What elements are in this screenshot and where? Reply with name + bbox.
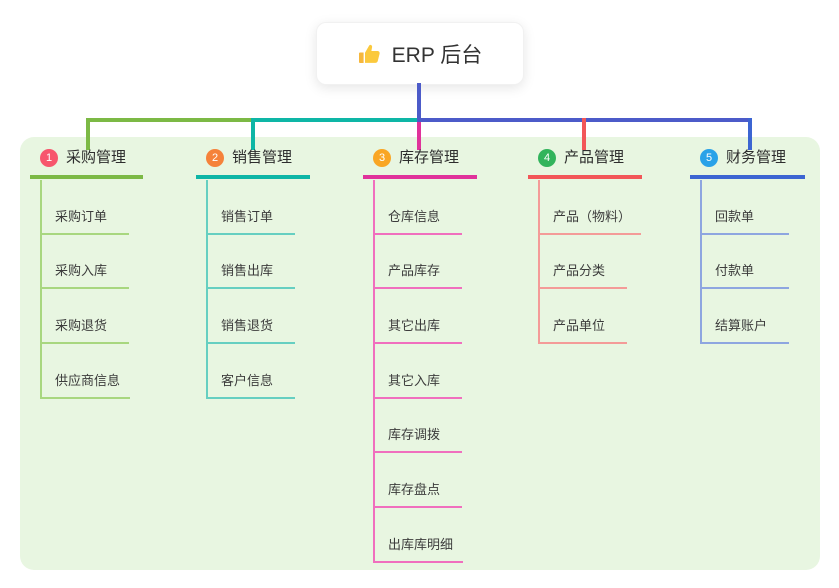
branch-label: 销售管理: [232, 149, 293, 166]
branch-children-group: 销售订单销售出库销售退货客户信息: [206, 180, 295, 399]
child-node[interactable]: 出库库明细: [375, 508, 464, 563]
child-label: 产品（物料）: [553, 208, 632, 224]
child-node[interactable]: 采购订单: [42, 180, 129, 235]
branch-children-group: 仓库信息产品库存其它出库其它入库库存调拨库存盘点出库库明细: [373, 180, 464, 563]
branch-children-group: 回款单付款单结算账户: [700, 180, 789, 345]
branch-index-badge: 3: [373, 148, 391, 167]
child-label: 销售退货: [221, 318, 274, 334]
branch-header[interactable]: 2 销售管理: [196, 147, 310, 179]
child-label: 仓库信息: [388, 208, 441, 224]
child-node[interactable]: 产品库存: [375, 235, 462, 290]
child-node[interactable]: 结算账户: [702, 289, 789, 345]
child-label: 其它入库: [388, 372, 441, 388]
connector-drop-branch-4: [582, 118, 586, 150]
child-node[interactable]: 付款单: [702, 235, 789, 290]
branch-label: 财务管理: [726, 149, 787, 166]
child-node[interactable]: 产品分类: [540, 235, 627, 290]
child-label: 库存调拨: [388, 427, 441, 443]
branch-label: 产品管理: [564, 149, 625, 166]
root-title: ERP 后台: [391, 43, 483, 67]
child-label: 销售出库: [221, 263, 274, 279]
child-label: 付款单: [715, 263, 755, 279]
child-node[interactable]: 库存盘点: [375, 453, 462, 509]
branch-header[interactable]: 3 库存管理: [363, 147, 477, 179]
child-label: 采购退货: [55, 318, 108, 334]
child-node[interactable]: 销售退货: [208, 289, 295, 345]
child-label: 其它出库: [388, 318, 441, 334]
branch-index-badge: 2: [206, 148, 224, 167]
branch-index-badge: 1: [40, 148, 58, 167]
branch-header[interactable]: 5 财务管理: [690, 147, 805, 179]
child-node[interactable]: 采购退货: [42, 289, 129, 345]
child-node[interactable]: 采购入库: [42, 235, 129, 290]
child-node[interactable]: 供应商信息: [42, 344, 131, 399]
child-node[interactable]: 其它入库: [375, 344, 462, 399]
branch-label: 采购管理: [66, 149, 127, 166]
child-node[interactable]: 销售出库: [208, 235, 295, 290]
branch-header[interactable]: 4 产品管理: [528, 147, 642, 179]
connector-segment-green: [86, 118, 257, 122]
branch-index-badge: 4: [538, 148, 556, 167]
connector-drop-branch-5: [748, 118, 752, 150]
root-node[interactable]: ERP 后台: [316, 22, 524, 85]
child-label: 结算账户: [715, 318, 768, 334]
child-label: 采购入库: [55, 263, 108, 279]
child-label: 销售订单: [221, 208, 274, 224]
child-node[interactable]: 回款单: [702, 180, 789, 235]
connector-drop-branch-2: [251, 118, 255, 150]
mindmap-panel: [20, 137, 820, 570]
child-node[interactable]: 产品（物料）: [540, 180, 642, 235]
branch-header[interactable]: 1 采购管理: [30, 147, 143, 179]
child-node[interactable]: 产品单位: [540, 289, 627, 345]
child-node[interactable]: 仓库信息: [375, 180, 462, 235]
branch-children-group: 采购订单采购入库采购退货供应商信息: [40, 180, 131, 399]
child-label: 产品库存: [388, 263, 441, 279]
child-label: 出库库明细: [388, 536, 454, 552]
child-label: 供应商信息: [55, 372, 121, 388]
connector-drop-branch-3: [417, 122, 421, 150]
child-node[interactable]: 库存调拨: [375, 399, 462, 454]
connector-segment-teal: [255, 118, 419, 122]
branch-children-group: 产品（物料） 产品分类产品单位: [538, 180, 642, 345]
thumbs-up-icon: [358, 42, 382, 66]
child-node[interactable]: 客户信息: [208, 344, 295, 399]
child-node[interactable]: 其它出库: [375, 289, 462, 345]
child-label: 产品单位: [553, 318, 606, 334]
child-label: 客户信息: [221, 372, 274, 388]
connector-root-stem: [417, 83, 421, 122]
child-node[interactable]: 销售订单: [208, 180, 295, 235]
child-label: 库存盘点: [388, 482, 441, 498]
child-label: 采购订单: [55, 208, 108, 224]
child-label: 回款单: [715, 208, 755, 224]
branch-index-badge: 5: [700, 148, 718, 167]
branch-label: 库存管理: [399, 149, 460, 166]
child-label: 产品分类: [553, 263, 606, 279]
connector-drop-branch-1: [86, 118, 90, 150]
